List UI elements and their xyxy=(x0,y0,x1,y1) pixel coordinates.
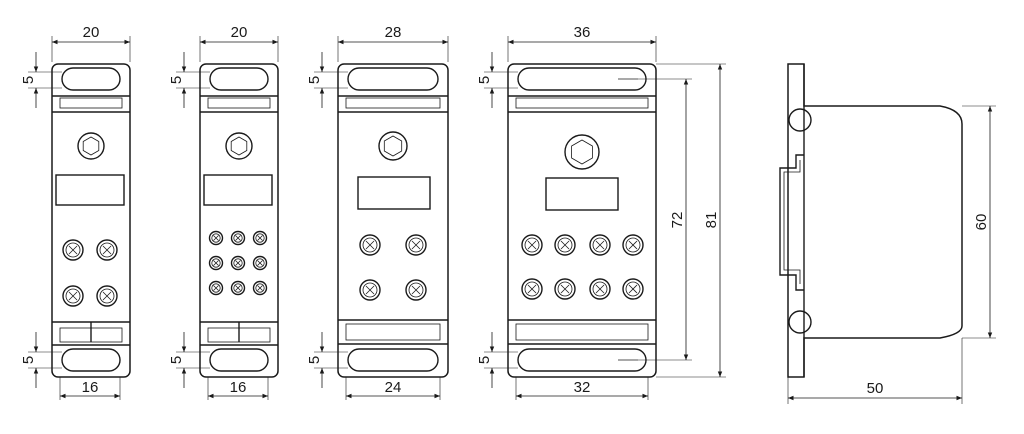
side-view-depth: 50 xyxy=(867,380,884,397)
module-1-bottom-offset: 5 xyxy=(20,356,37,364)
module-4-bottom-width: 32 xyxy=(574,379,591,396)
module-1: 20 16 5 5 xyxy=(20,24,131,400)
module-1-top-offset: 5 xyxy=(20,76,37,84)
module-2-top-offset: 5 xyxy=(168,76,185,84)
module-4-top-offset: 5 xyxy=(476,76,493,84)
module-1-top-width: 20 xyxy=(83,24,100,41)
module-2: 20 16 5 5 xyxy=(168,24,279,400)
module-4-bottom-offset: 5 xyxy=(476,356,493,364)
module-1-bottom-width: 16 xyxy=(82,379,99,396)
module-2-bottom-width: 16 xyxy=(230,379,247,396)
module-2-bottom-offset: 5 xyxy=(168,356,185,364)
module-4-inner-height: 72 xyxy=(669,212,686,229)
module-3-top-offset: 5 xyxy=(306,76,323,84)
side-view-height: 60 xyxy=(973,214,990,231)
module-3-bottom-width: 24 xyxy=(385,379,402,396)
module-3-bottom-offset: 5 xyxy=(306,356,323,364)
module-4: 36 32 5 5 72 81 xyxy=(476,24,726,400)
module-4-total-height: 81 xyxy=(703,212,720,229)
module-3: 28 24 5 5 xyxy=(306,24,449,400)
module-3-top-width: 28 xyxy=(385,24,402,41)
side-view: 60 50 xyxy=(779,63,996,404)
module-4-top-width: 36 xyxy=(574,24,591,41)
module-2-top-width: 20 xyxy=(231,24,248,41)
